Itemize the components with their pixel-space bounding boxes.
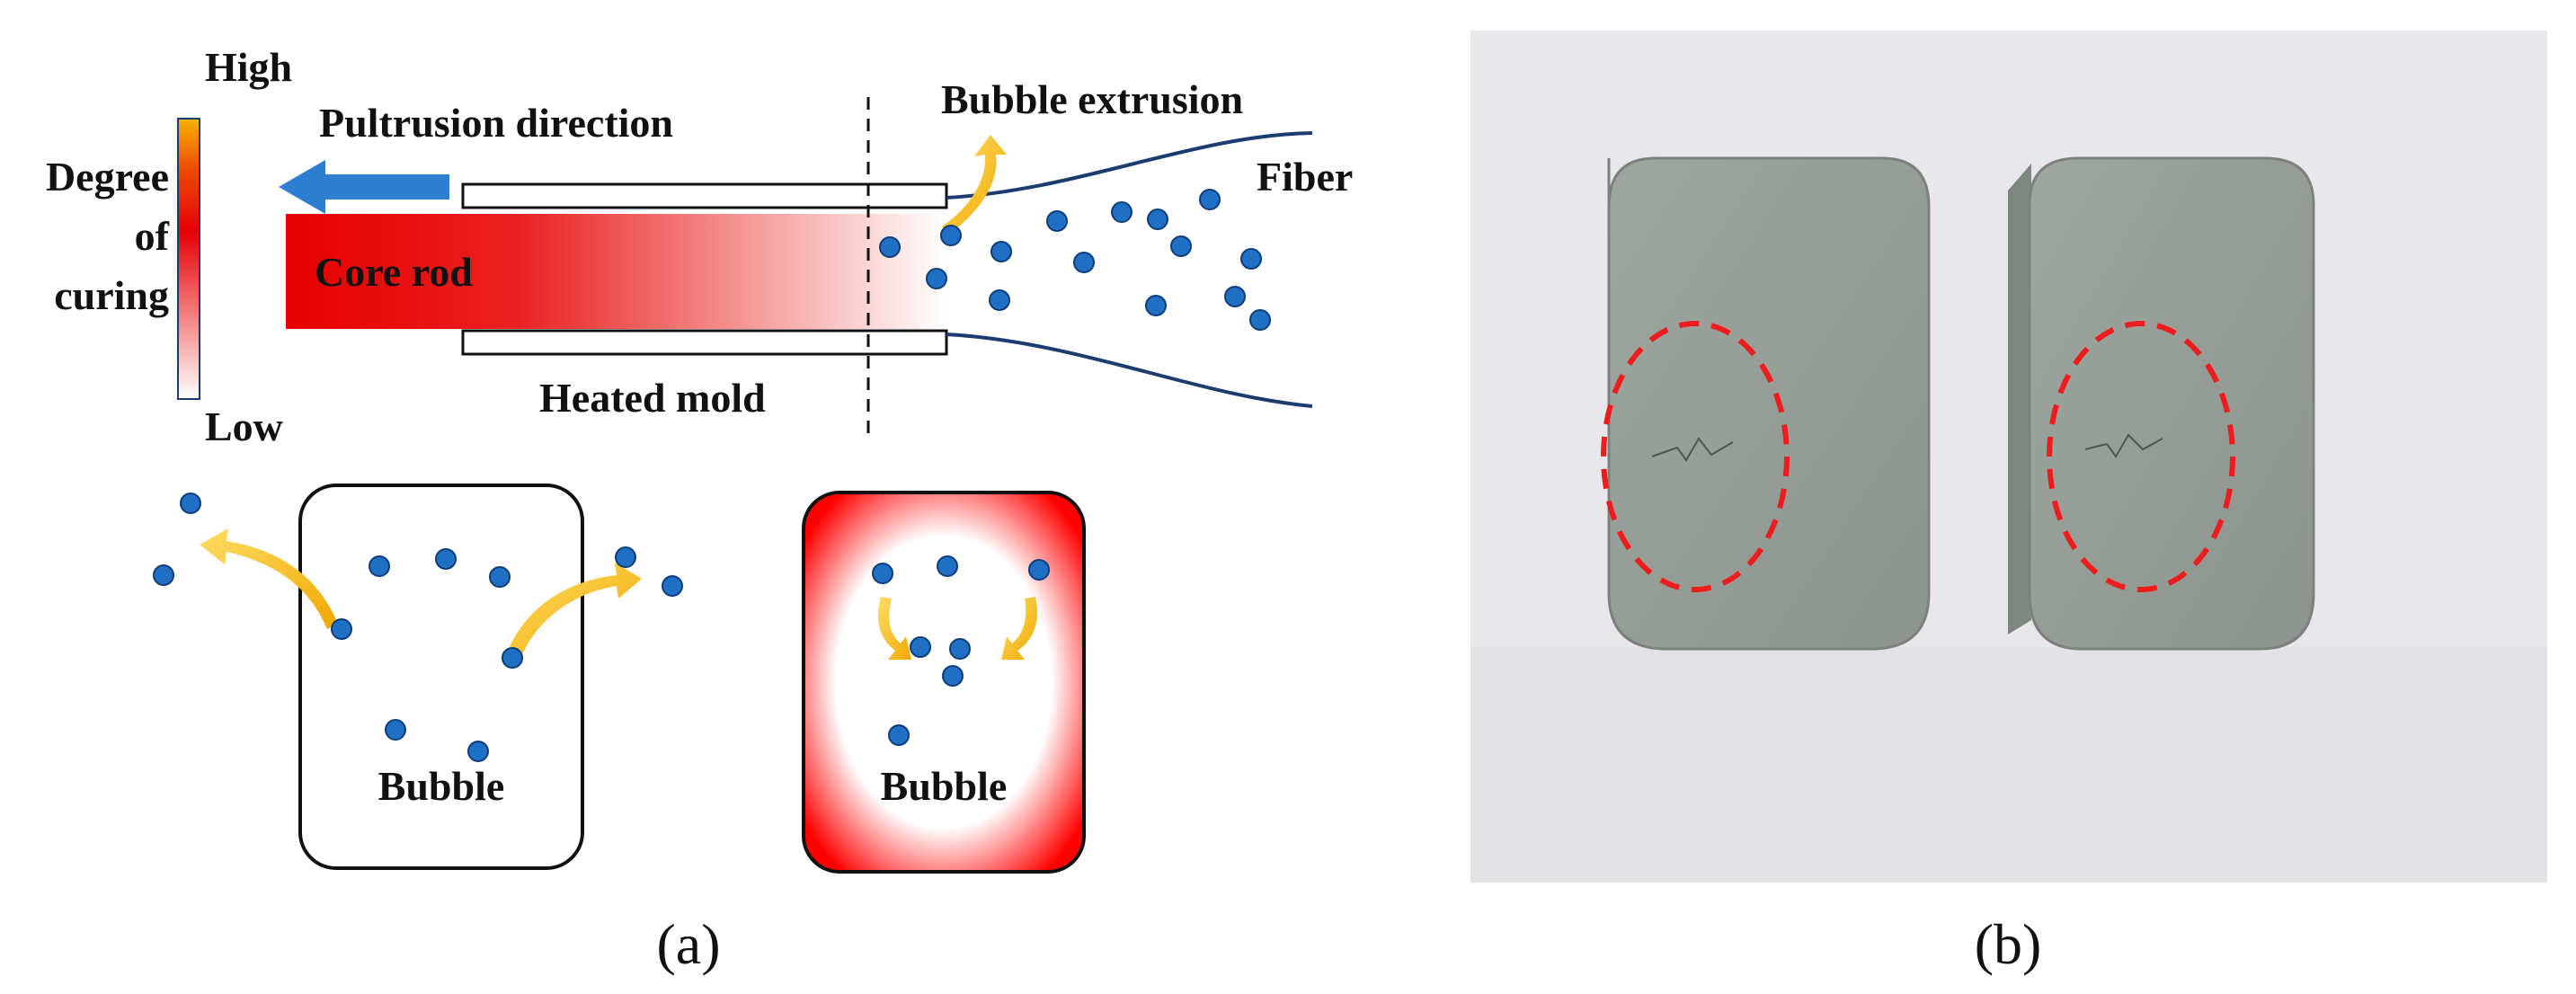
fiber-upper-curve — [946, 131, 1313, 200]
core-rod — [286, 214, 946, 329]
bubble-dot — [1240, 248, 1262, 270]
right-crack — [2084, 433, 2163, 458]
legend-low-label: Low — [205, 404, 283, 449]
escape-bubbles — [153, 493, 683, 762]
right-defect-marking — [2047, 321, 2235, 592]
pultrusion-direction-label: Pultrusion direction — [319, 100, 673, 146]
heated-mold-label: Heated mold — [539, 375, 766, 421]
bubble-dot — [1028, 559, 1050, 581]
right-block-side — [2008, 164, 2031, 635]
photo-shadow-band — [1470, 647, 2547, 883]
bubble-dot — [1073, 252, 1095, 273]
bubble-dot — [435, 548, 457, 570]
bubble-dot — [879, 236, 901, 258]
legend-color-bar — [177, 118, 200, 400]
bubble-dot — [926, 268, 947, 289]
bubble-dot — [910, 636, 931, 658]
bubble-extrusion-label: Bubble extrusion — [941, 76, 1243, 122]
bubble-escape-right-arrow-icon — [509, 563, 642, 656]
bubble-dot — [662, 575, 683, 597]
bubble-dot — [949, 638, 971, 660]
panel-a: High Degree of curing Low Pultrusion dir… — [46, 44, 1353, 976]
left-defect-marking — [1601, 321, 1790, 592]
fiber-bubbles — [879, 189, 1271, 331]
legend-high-label: High — [205, 44, 292, 90]
bubble-dot — [331, 618, 352, 640]
left-crack — [1651, 437, 1734, 462]
bubble-dot — [385, 719, 406, 741]
legend-title-line-1: Degree — [46, 154, 169, 200]
bubble-right-label: Bubble — [881, 763, 1008, 809]
panel-b: (b) — [1470, 31, 2547, 976]
heated-mold-top-plate — [461, 182, 948, 209]
fiber-label: Fiber — [1257, 154, 1353, 200]
bubble-dot — [1145, 295, 1167, 316]
bubble-dot — [180, 493, 201, 514]
right-specimen-block — [2008, 156, 2315, 651]
bubble-dot — [1111, 201, 1133, 223]
bubble-dot — [1224, 286, 1246, 307]
bubble-trapped-box: Bubble — [802, 491, 1086, 874]
panel-a-caption: (a) — [656, 912, 720, 976]
bubble-escape-box: Bubble — [153, 484, 683, 870]
bubble-dot — [369, 555, 390, 577]
bubble-dot — [502, 647, 523, 669]
left-block-face — [1607, 156, 1931, 651]
bubble-trap-left-arrow-icon — [877, 597, 911, 660]
bubble-dot — [467, 741, 489, 762]
bubble-dot — [937, 555, 958, 577]
legend-title-line-2: of — [135, 213, 170, 259]
right-block-face — [2028, 156, 2315, 651]
bubble-dot — [940, 225, 962, 246]
bubble-dot — [153, 564, 174, 586]
uncured-box — [298, 484, 584, 870]
pultrusion-direction-arrow-icon — [279, 160, 449, 214]
bubble-escape-left-arrow-icon — [200, 528, 338, 629]
bubble-dot — [872, 563, 893, 584]
bubble-dot — [1199, 189, 1221, 210]
panel-b-caption: (b) — [1975, 912, 2042, 976]
fiber-lower-curve — [946, 333, 1313, 408]
left-specimen-block — [1601, 156, 1931, 651]
bubble-dot — [990, 241, 1012, 262]
bubble-dot — [489, 566, 511, 588]
legend-title-line-3: curing — [54, 272, 169, 318]
bubble-dot — [888, 724, 910, 746]
bubble-dot — [1046, 210, 1068, 232]
bubble-dot — [1170, 235, 1192, 257]
heated-mold-bottom-plate — [461, 329, 948, 356]
curing-legend: High Degree of curing Low — [46, 44, 292, 449]
bubble-dot — [1147, 209, 1168, 230]
bubble-dot — [615, 546, 636, 568]
cured-box — [802, 491, 1086, 874]
bubble-dot — [989, 289, 1010, 311]
bubble-dot — [1249, 309, 1271, 331]
core-rod-label: Core rod — [315, 249, 473, 295]
bubble-left-label: Bubble — [378, 763, 505, 809]
bubble-dot — [942, 665, 964, 687]
bubble-extrusion-arrow-icon — [942, 135, 1007, 235]
trapped-bubbles — [872, 555, 1050, 746]
bubble-trap-right-arrow-icon — [1001, 597, 1037, 660]
